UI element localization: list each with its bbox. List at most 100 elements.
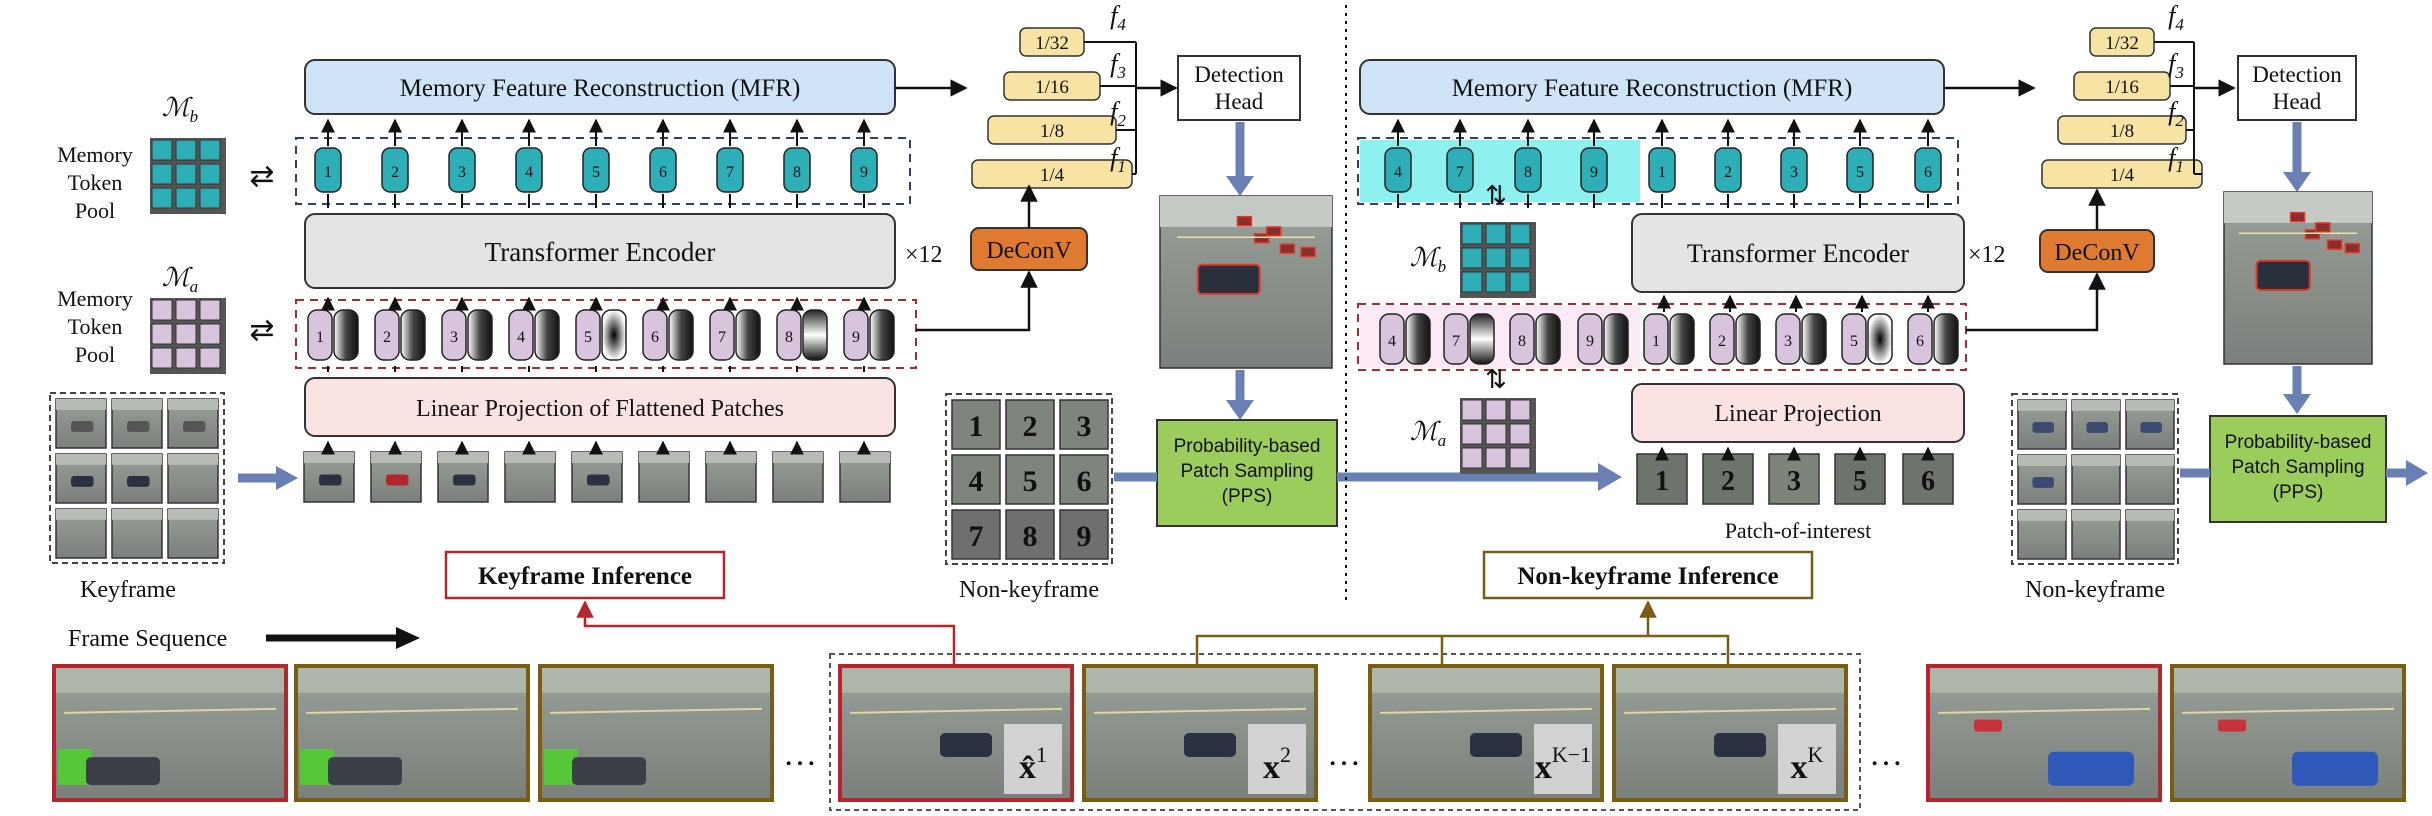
patch-number: 7 [969,520,984,553]
lane-marking [1379,707,1593,714]
patch-horizon [2018,400,2066,411]
projection-label: Linear Projection of Flattened Patches [416,396,784,422]
detection-box-car [2255,259,2311,292]
pool-token [175,323,197,345]
scale-label: 1/16 [2105,77,2139,98]
pool-token [1485,399,1507,421]
frame-horizon [1928,666,2160,693]
detection-box [2315,222,2331,233]
output-token [381,147,409,193]
patch-embedding-token [1405,313,1431,365]
output-token [1384,147,1412,193]
keyframe-inference-box [444,550,726,600]
sequence-ellipsis: … [783,736,817,773]
patch-embedding-token [802,309,828,361]
pool-token [151,347,173,369]
patch-horizon [56,399,106,410]
output-token-label: 9 [1590,164,1598,181]
frame-border [1612,664,1848,802]
input-token [1379,313,1405,365]
suv [1184,733,1236,757]
vehicle [183,421,206,432]
pool-token [151,163,173,185]
memory-token-pool-a-right [1460,398,1536,474]
input-token [1643,313,1669,365]
output-token-box [295,137,911,205]
patch-horizon [168,454,218,465]
encoder-label-right: Transformer Encoder [1687,239,1909,268]
input-token [1841,313,1867,365]
patch-number: 4 [969,465,984,498]
pool-b-swap-icon: ⇅ [1485,180,1507,210]
pool-token [199,187,221,209]
memory-token-pool-b [150,138,226,214]
keyframe-inference-label: Keyframe Inference [478,563,692,590]
patch-embedding-token [735,309,761,361]
input-token [1443,313,1469,365]
patch-embedding-token [1669,313,1695,365]
output-token [1446,147,1474,193]
vehicle [2086,422,2108,433]
output-token [850,147,878,193]
patch-of-interest [1902,453,1954,505]
detection-box [2344,242,2361,254]
vehicle [319,474,342,486]
patch-number: 9 [1077,520,1092,553]
output-token-label: 2 [1724,164,1732,181]
frame-border [538,664,774,802]
output-token [515,147,543,193]
frame-symbol-bg [1534,724,1592,794]
pickup-truck [328,757,402,786]
lane-marking [2181,707,2395,714]
lane-marking [849,707,1063,714]
input-token-label: 4 [1388,333,1396,350]
pool-token [1461,423,1483,445]
patch-number: 1 [969,410,984,443]
patch-embedding-token [601,309,627,361]
patch-horizon [2072,400,2120,411]
patch-number: 3 [1077,410,1092,443]
input-token-label: 2 [383,329,391,346]
pool-token [151,299,173,321]
output-token-label: 1 [324,164,332,181]
nonkeyframe-grid-frame [945,393,1113,565]
pool-token [1509,423,1531,445]
output-token-label: 3 [458,164,466,181]
detection-box [1253,233,1270,244]
frame-border [52,664,288,802]
patch-embedding-token [333,309,359,361]
pool-a-swap-icon: ⇅ [1485,364,1507,394]
output-token [1780,147,1808,193]
frame-horizon [2172,666,2404,693]
output-token-label: 7 [1456,164,1464,181]
numbered-patch [1005,454,1055,505]
pool-token [1509,399,1531,421]
frame-symbol-bg [1248,724,1306,794]
output-token-label: 9 [860,164,868,181]
patch-horizon [2072,510,2120,521]
frame-horizon [296,666,528,693]
patch-horizon [706,452,756,463]
memory-token-pool-b-right [1460,222,1536,298]
numbered-patch [951,509,1001,560]
frame-horizon [54,666,286,693]
scale-label: 1/4 [2110,165,2135,186]
scale-label: 1/32 [1035,33,1069,54]
patch-horizon [112,454,162,465]
patch-horizon [639,452,689,463]
patch-embedding-token [400,309,426,361]
pool-b-symbol: ℳb [162,93,198,126]
output-token-label: 5 [1856,164,1864,181]
vehicle [127,476,150,487]
vehicle [2140,422,2162,433]
detection-box [1279,243,1296,254]
pool-token [199,139,221,161]
input-token [508,309,534,361]
output-token-label: 4 [525,164,533,181]
feature-label: f2 [2168,97,2184,130]
input-token [642,309,668,361]
scale-label: 1/32 [2105,33,2139,54]
